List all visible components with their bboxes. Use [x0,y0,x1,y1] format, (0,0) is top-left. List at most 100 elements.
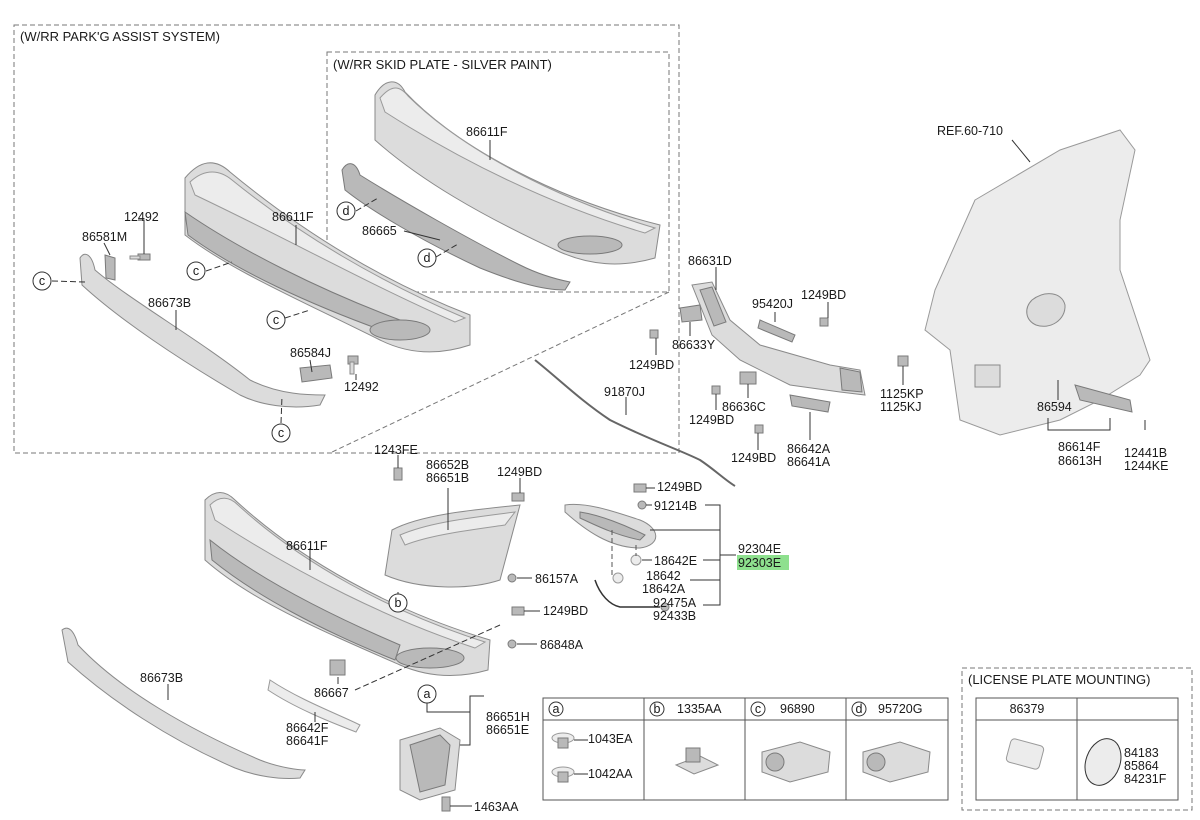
legend-circle-b [649,701,665,717]
label-1249BD-4: 1249BD [689,413,734,427]
bolt-1249BD-5 [754,424,764,434]
skid-plate-86665 [341,163,571,291]
svg-text:d: d [424,251,431,265]
clip-86848A [507,639,517,649]
label-1249BD-2: 1249BD [657,480,702,494]
label-86611F-c: 86611F [286,539,328,553]
label-86652B: 86652B [426,458,469,472]
label-86673B-a: 86673B [148,296,191,310]
bulb-18642 [612,572,624,584]
callout-a [417,684,437,704]
svg-text:d: d [343,204,350,218]
label-91214B: 91214B [654,499,697,513]
clip-86157A [507,573,517,583]
svg-text:c: c [193,264,199,278]
label-1244KE: 1244KE [1124,459,1168,473]
sensor-96890-lens [765,752,785,772]
leader-ref [1011,139,1031,163]
label-18642A: 18642A [642,582,686,596]
license-part-84231F: 84231F [1124,772,1167,786]
label-1463AA: 1463AA [474,800,519,814]
label-ref: REF.60-710 [937,124,1003,138]
legend-part-1335AA: 1335AA [677,702,722,716]
bolt-1249BD-1 [819,317,829,327]
label-86613H: 86613H [1058,454,1102,468]
callout-b [388,593,408,613]
svg-text:d: d [856,702,863,716]
leader-86584J [309,359,313,373]
label-95420J: 95420J [752,297,793,311]
label-86667: 86667 [314,686,349,700]
label-86651B: 86651B [426,471,469,485]
body-panel-ref [924,129,1151,436]
bolt-1249BD-3 [649,329,659,339]
label-86848A: 86848A [540,638,584,652]
bracket-86642A [789,394,831,413]
label-18642: 18642 [646,569,681,583]
bracket-86633Y [679,304,703,323]
sensor-95720G-lens [866,752,886,772]
bolt-12492-a [129,253,151,261]
nut-91214B [637,500,647,510]
callout-d-1 [336,201,356,221]
bolt-1463AA [441,796,451,812]
label-86673B-b: 86673B [140,671,183,685]
leader-lamp-group [642,529,736,581]
bracket-86651H [399,727,461,801]
sensor-96890-icon [761,741,831,783]
cover-86652B [384,504,521,588]
label-1249BD-7: 1249BD [543,604,588,618]
label-86611F-b: 86611F [466,125,508,139]
bracket-86667 [329,659,346,676]
legend-part-95720G: 95720G [878,702,922,716]
bolt-1249BD-2 [633,483,647,493]
label-86642A: 86642A [787,442,831,456]
sensor-95720G-icon [862,741,931,783]
label-1125KP: 1125KP [880,387,924,401]
label-91870J: 91870J [604,385,645,399]
svg-text:a: a [553,702,560,716]
svg-text:c: c [278,426,284,440]
license-part-84183: 84183 [1124,746,1159,760]
leader-bracket-lamp [703,504,721,606]
label-86642F: 86642F [286,721,329,735]
beam-86631D [691,281,866,396]
frame-skid-plate-title: (W/RR SKID PLATE - SILVER PAINT) [333,57,552,72]
legend-part-1043EA: 1043EA [588,732,633,746]
label-86631D: 86631D [688,254,732,268]
bulb-18642E [630,554,642,566]
legend-part-96890: 96890 [780,702,815,716]
bolt-1249BD-7 [511,606,525,616]
screw-1042AA-body [557,771,569,783]
label-12492-a: 12492 [124,210,159,224]
label-86611F-a: 86611F [272,210,314,224]
clip-1335AA-top [685,747,701,763]
leader-c-4 [280,395,283,424]
label-86157A: 86157A [535,572,579,586]
leader-86614F [1047,418,1111,431]
frame-skid-plate [326,51,670,293]
license-table: 86379 84183 85864 84231F [975,697,1179,801]
leader-d-2 [435,243,459,258]
highlight-92303E [737,555,789,570]
skid-plate-86673B [61,627,306,779]
frame-license-plate [961,667,1193,811]
leader-c-2 [205,261,233,272]
bumper-park-assist [184,162,471,353]
label-92433B: 92433B [653,609,696,623]
bracket-86636C [739,371,757,385]
label-86665: 86665 [362,224,397,238]
leader-c-3 [284,309,311,319]
leader-d-1 [355,197,379,212]
label-92303E: 92303E [738,556,781,570]
label-92304E: 92304E [738,542,781,556]
label-86594: 86594 [1037,400,1072,414]
callout-c-4 [271,423,291,443]
label-86581M: 86581M [82,230,127,244]
leader-c-1 [51,280,86,283]
legend-part-1042AA: 1042AA [588,767,633,781]
label-86614F: 86614F [1058,440,1101,454]
bolt-1243FE [393,467,403,481]
leader-86581M [103,242,111,256]
garnish-86642F [267,679,361,733]
